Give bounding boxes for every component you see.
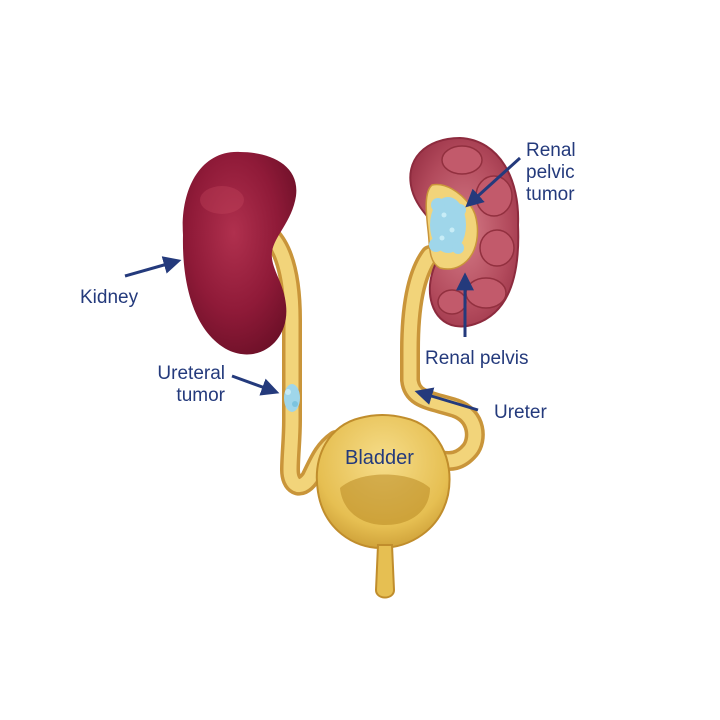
renal-pelvis-label: Renal pelvis <box>425 348 529 369</box>
left-kidney <box>182 151 297 355</box>
urethra <box>374 544 396 599</box>
ureteral-tumor-label-line1: Ureteral <box>157 363 225 384</box>
ureteral-tumor-label: Ureteral tumor <box>120 363 225 407</box>
ureter-label: Ureter <box>494 402 547 423</box>
renal-pelvic-tumor-label-line3: tumor <box>526 184 575 205</box>
renal-pelvic-tumor <box>429 197 466 254</box>
kidney-label: Kidney <box>80 287 139 308</box>
ureteral-tumor-label-line2: tumor <box>176 385 225 406</box>
kidney-arrow <box>124 256 182 278</box>
renal-pelvic-tumor-label-line1: Renal <box>526 140 576 161</box>
renal-pelvic-tumor-label-line2: pelvic <box>526 162 575 183</box>
renal-pelvic-tumor-label: Renal pelvic tumor <box>526 140 576 206</box>
bladder-label: Bladder <box>345 447 414 469</box>
ureteral-tumor-arrow <box>231 374 280 396</box>
ureteral-tumor <box>284 384 300 412</box>
ureter-arrow <box>414 387 479 412</box>
renal-pelvic-tumor-arrow <box>465 156 522 208</box>
